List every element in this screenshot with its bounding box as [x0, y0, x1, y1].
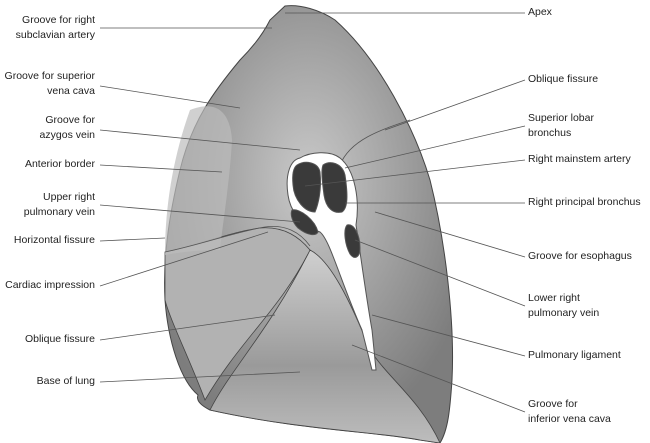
label-text: vena cava	[47, 85, 95, 97]
label-text: Lower right	[528, 292, 580, 304]
bronchus-opening	[321, 162, 348, 213]
pulmonary-artery-opening	[292, 161, 321, 213]
label-apex: Apex	[528, 6, 552, 18]
label-cardiac-impression: Cardiac impression	[5, 279, 95, 291]
label-text: Groove for	[45, 114, 95, 126]
label-text: Upper right	[43, 191, 95, 203]
label-right-mainstem-artery: Right mainstem artery	[528, 153, 631, 165]
label-oblique-fissure-right: Oblique fissure	[528, 73, 599, 85]
label-groove-inferior-vena-cava: Groove for inferior vena cava	[528, 397, 611, 427]
label-text: pulmonary vein	[23, 206, 95, 218]
label-groove-esophagus: Groove for esophagus	[528, 250, 632, 262]
label-oblique-fissure-left: Oblique fissure	[24, 333, 95, 345]
leader-lines	[99, 12, 526, 413]
label-anterior-border: Anterior border	[24, 158, 95, 170]
label-right-principal-bronchus: Right principal bronchus	[528, 196, 641, 208]
label-text: subclavian artery	[15, 29, 95, 41]
label-text: Groove for	[528, 398, 578, 410]
label-upper-right-pulmonary-vein: Upper right pulmonary vein	[24, 190, 95, 220]
label-groove-superior-vena-cava: Groove for superior vena cava	[5, 69, 95, 99]
label-groove-azygos-vein: Groove for azygos vein	[40, 113, 95, 143]
middle-lobe-anterior	[164, 227, 311, 401]
label-base-of-lung: Base of lung	[36, 375, 95, 387]
label-groove-right-subclavian-artery: Groove for right subclavian artery	[16, 13, 95, 43]
label-horizontal-fissure: Horizontal fissure	[13, 234, 95, 246]
label-text: bronchus	[528, 127, 572, 139]
label-text: Groove for right	[22, 14, 95, 26]
label-lower-right-pulmonary-vein: Lower right pulmonary vein	[528, 291, 599, 321]
upper-vein-opening	[290, 209, 319, 236]
lower-vein-opening	[344, 224, 361, 258]
horizontal-fissure	[164, 225, 311, 253]
label-text: Superior lobar	[528, 112, 594, 124]
label-pulmonary-ligament: Pulmonary ligament	[528, 349, 621, 361]
hilum	[286, 152, 377, 371]
label-text: Groove for superior	[4, 70, 95, 82]
label-text: azygos vein	[39, 129, 95, 141]
label-text: inferior vena cava	[528, 413, 611, 425]
oblique-fissure	[339, 119, 411, 166]
anterior-border-strip	[165, 106, 232, 255]
label-superior-lobar-bronchus: Superior lobar bronchus	[528, 111, 594, 141]
label-text: pulmonary vein	[528, 307, 600, 319]
